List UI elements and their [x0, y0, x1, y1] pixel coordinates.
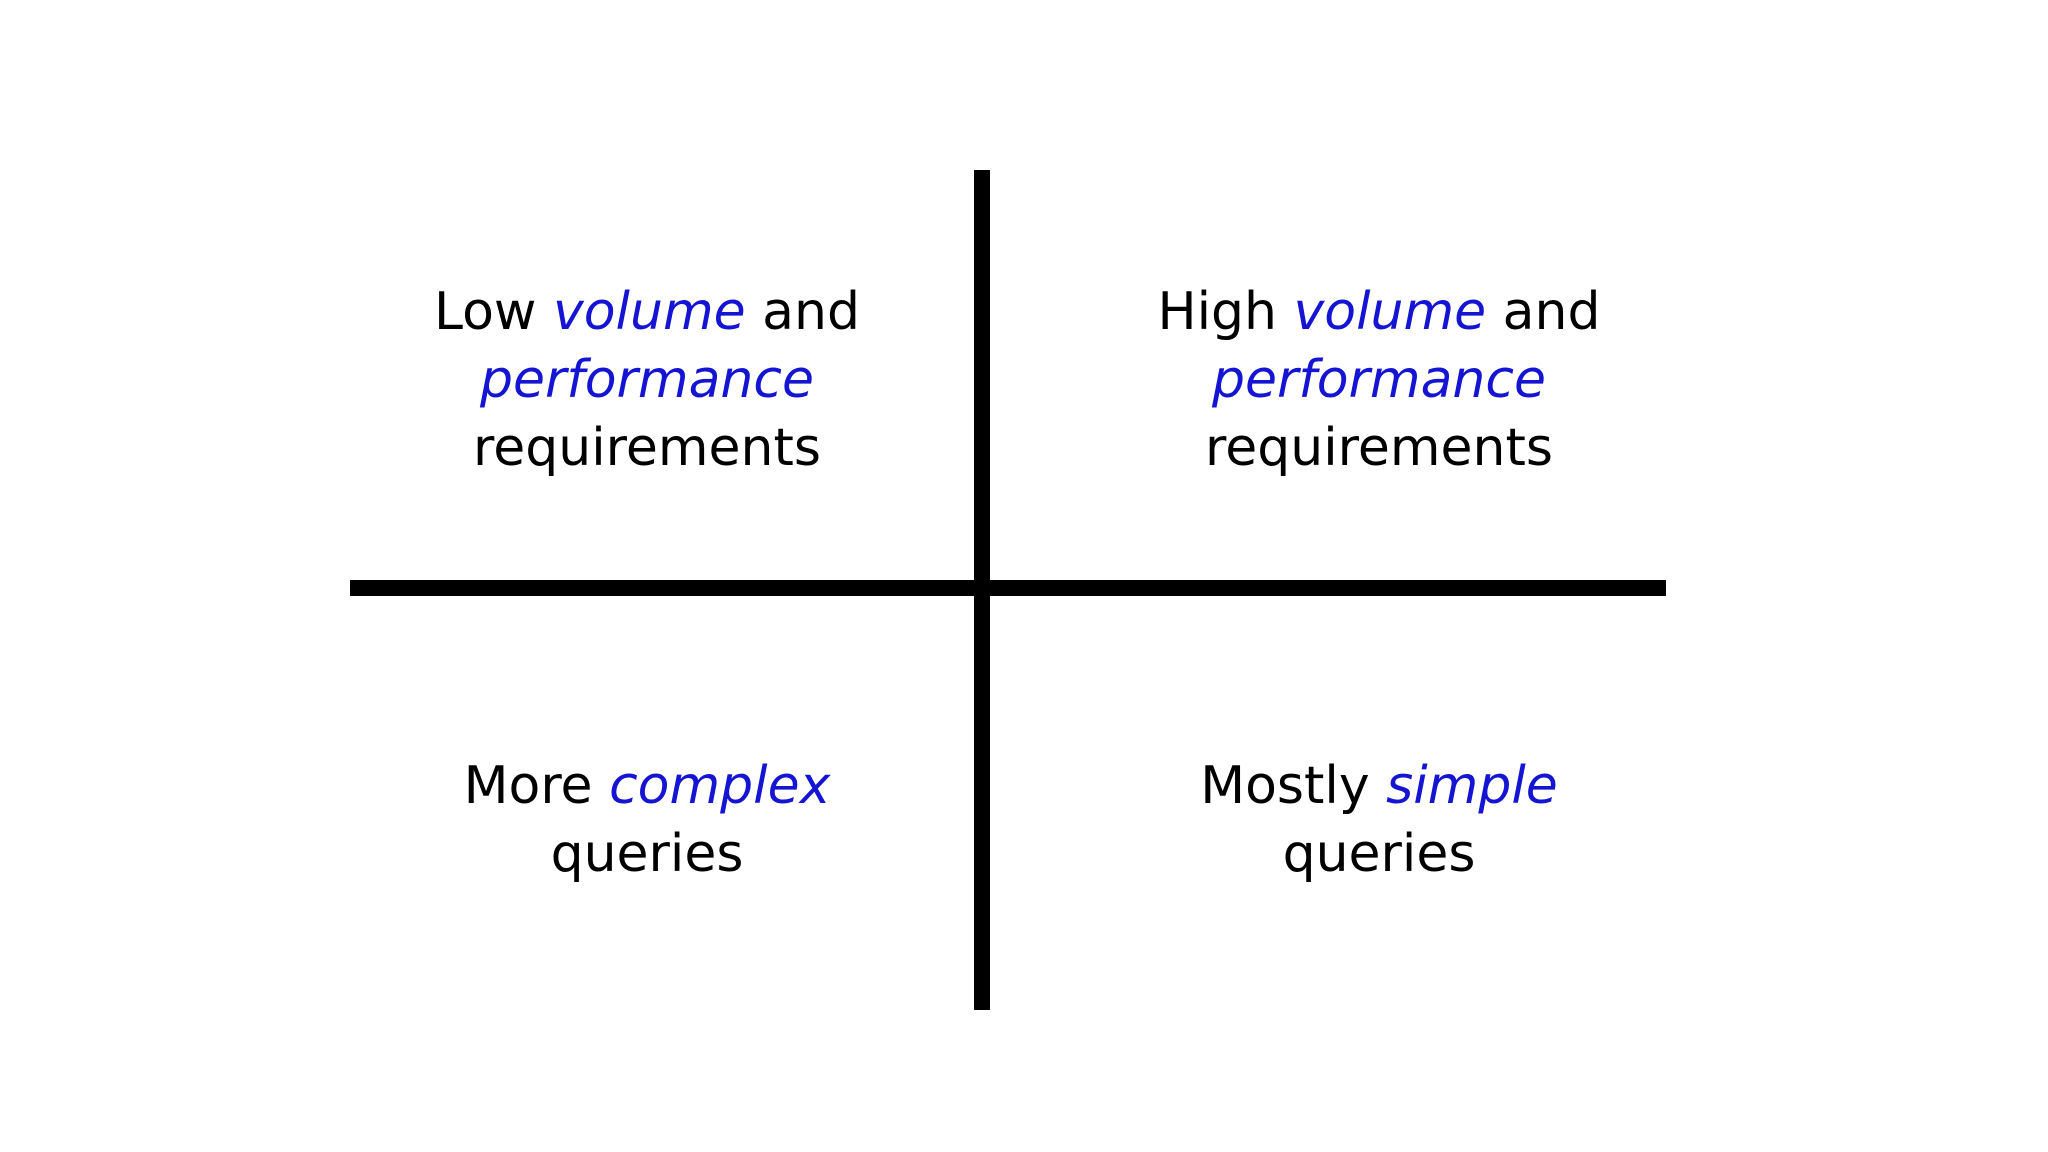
plain-text: requirements: [473, 418, 821, 478]
quadrant-bottom-left: More complex queries: [367, 752, 927, 888]
plain-text: and: [1486, 282, 1601, 342]
quadrant-line: queries: [1099, 820, 1659, 888]
quadrant-line: requirements: [1099, 414, 1659, 482]
plain-text: Mostly: [1200, 756, 1387, 816]
emphasis-text: complex: [609, 756, 831, 816]
quadrant-line: performance: [1099, 346, 1659, 414]
quadrant-line: requirements: [367, 414, 927, 482]
quadrant-line: More complex: [367, 752, 927, 820]
emphasis-text: volume: [1293, 282, 1487, 342]
plain-text: High: [1157, 282, 1294, 342]
horizontal-axis-line: [350, 580, 1666, 596]
plain-text: Low: [434, 282, 553, 342]
plain-text: More: [463, 756, 610, 816]
emphasis-text: volume: [552, 282, 746, 342]
quadrant-line: Mostly simple: [1099, 752, 1659, 820]
emphasis-text: performance: [1212, 350, 1546, 410]
quadrant-line: Low volume and: [367, 278, 927, 346]
quadrant-bottom-right: Mostly simple queries: [1099, 752, 1659, 888]
plain-text: requirements: [1205, 418, 1553, 478]
plain-text: queries: [1282, 824, 1476, 884]
quadrant-top-left: Low volume and performance requirements: [367, 278, 927, 482]
quadrant-top-right: High volume and performance requirements: [1099, 278, 1659, 482]
emphasis-text: performance: [480, 350, 814, 410]
quadrant-line: performance: [367, 346, 927, 414]
quadrant-line: queries: [367, 820, 927, 888]
quadrant-line: High volume and: [1099, 278, 1659, 346]
plain-text: queries: [550, 824, 744, 884]
emphasis-text: simple: [1386, 756, 1558, 816]
plain-text: and: [745, 282, 860, 342]
